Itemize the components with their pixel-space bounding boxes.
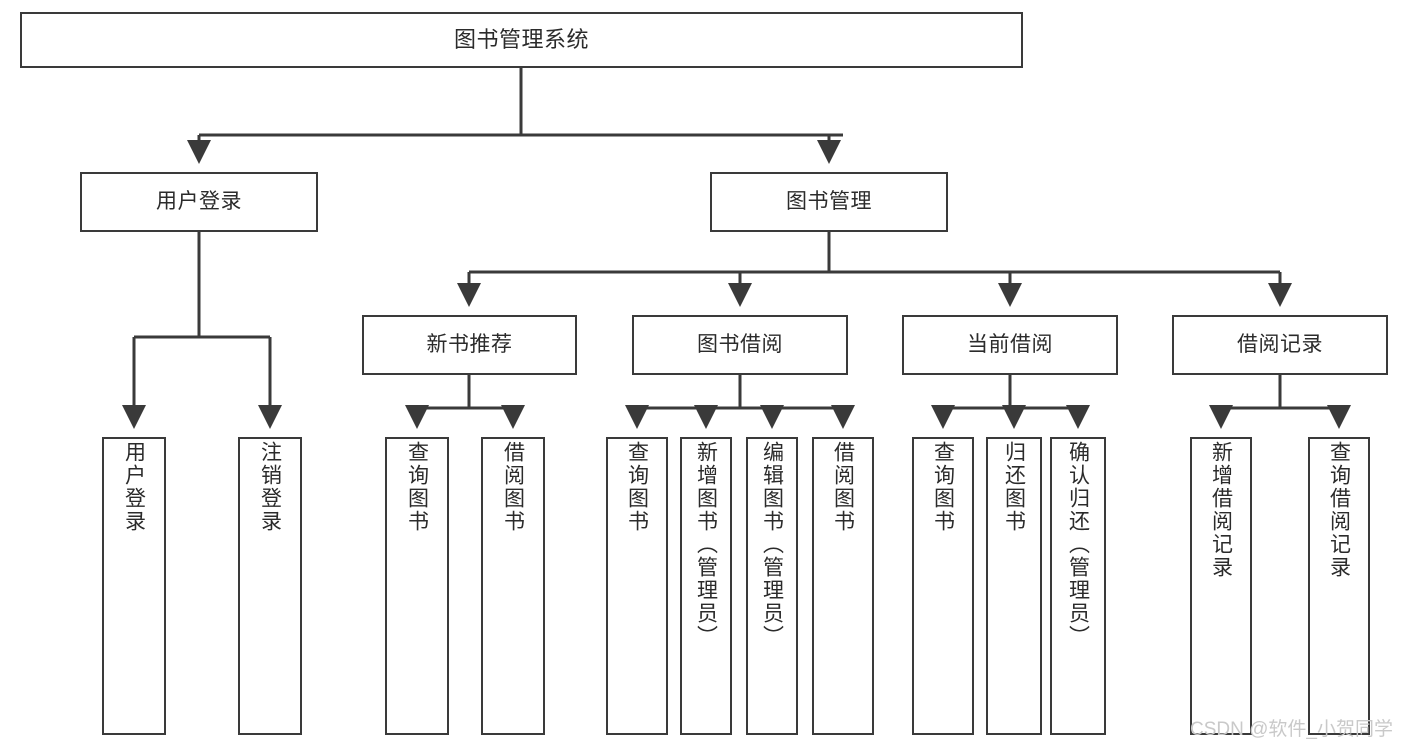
- node-label: 用户登录: [156, 190, 242, 214]
- node-label: 新书推荐: [426, 333, 513, 357]
- node-label: 归还图书: [1002, 441, 1026, 533]
- node-label: 确认归还（管理员）: [1066, 441, 1090, 648]
- node-leaf-add-borrow-record[interactable]: 新增借阅记录: [1190, 437, 1252, 735]
- node-label: 注销登录: [258, 441, 282, 533]
- node-leaf-query-book-recommend[interactable]: 查询图书: [385, 437, 449, 735]
- node-leaf-logout[interactable]: 注销登录: [238, 437, 302, 735]
- node-leaf-query-borrow-record[interactable]: 查询借阅记录: [1308, 437, 1370, 735]
- node-leaf-return-book[interactable]: 归还图书: [986, 437, 1042, 735]
- node-level3-new-book-recommend[interactable]: 新书推荐: [362, 315, 577, 375]
- node-label: 查询图书: [625, 441, 649, 533]
- node-label: 借阅图书: [831, 441, 855, 533]
- node-root[interactable]: 图书管理系统: [20, 12, 1023, 68]
- node-label: 查询借阅记录: [1327, 441, 1351, 579]
- node-level3-book-borrow[interactable]: 图书借阅: [632, 315, 848, 375]
- node-level2-book-management[interactable]: 图书管理: [710, 172, 948, 232]
- node-label: 图书管理: [786, 190, 872, 214]
- node-label: 借阅记录: [1237, 333, 1323, 357]
- node-label: 当前借阅: [967, 333, 1053, 357]
- node-leaf-borrow-book[interactable]: 借阅图书: [812, 437, 874, 735]
- node-label: 编辑图书（管理员）: [760, 441, 784, 648]
- node-leaf-query-book-borrow[interactable]: 查询图书: [606, 437, 668, 735]
- node-leaf-edit-book-admin[interactable]: 编辑图书（管理员）: [746, 437, 798, 735]
- csdn-watermark: CSDN @软件_小贺同学: [1190, 719, 1393, 740]
- node-level2-user-login[interactable]: 用户登录: [80, 172, 318, 232]
- node-leaf-add-book-admin[interactable]: 新增图书（管理员）: [680, 437, 732, 735]
- node-label: 借阅图书: [501, 441, 525, 533]
- node-label: 图书借阅: [697, 333, 783, 357]
- node-level3-borrow-record[interactable]: 借阅记录: [1172, 315, 1388, 375]
- node-leaf-user-login[interactable]: 用户登录: [102, 437, 166, 735]
- node-leaf-query-book-current[interactable]: 查询图书: [912, 437, 974, 735]
- node-leaf-confirm-return-admin[interactable]: 确认归还（管理员）: [1050, 437, 1106, 735]
- node-leaf-borrow-book-recommend[interactable]: 借阅图书: [481, 437, 545, 735]
- node-label: 新增借阅记录: [1209, 441, 1233, 579]
- node-label: 查询图书: [405, 441, 429, 533]
- node-label: 查询图书: [931, 441, 955, 533]
- node-label: 图书管理系统: [453, 26, 589, 52]
- node-level3-current-borrow[interactable]: 当前借阅: [902, 315, 1118, 375]
- node-label: 用户登录: [122, 441, 146, 533]
- node-label: 新增图书（管理员）: [694, 441, 718, 648]
